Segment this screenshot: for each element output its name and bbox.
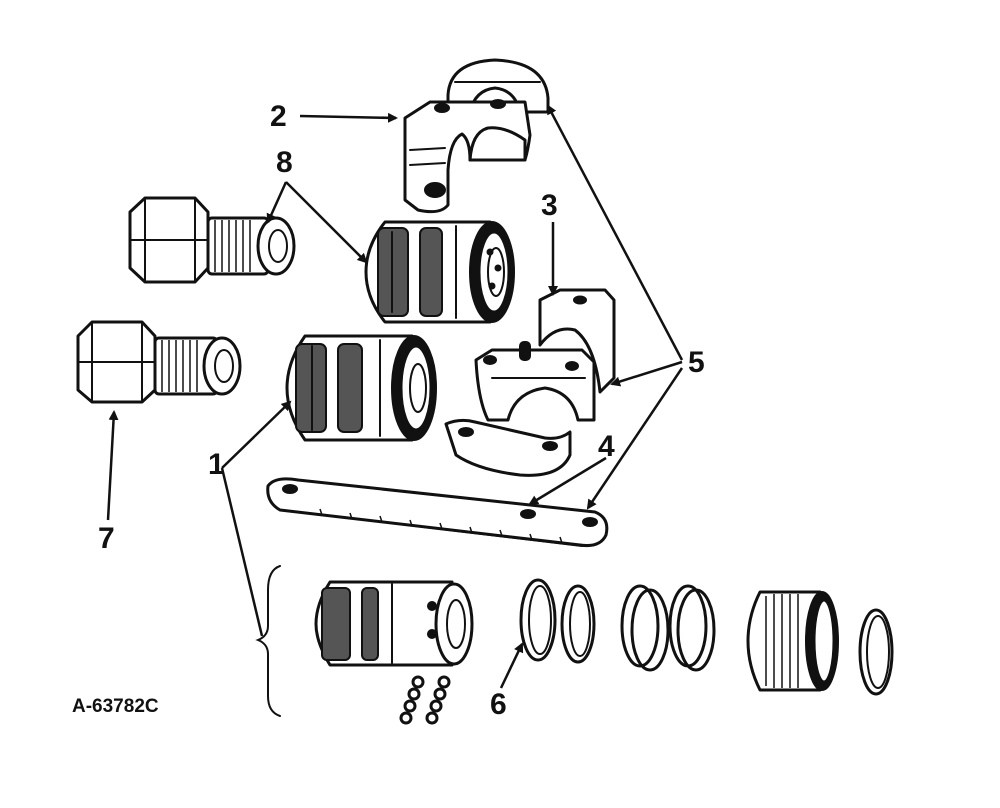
callout-1: 1 <box>208 448 225 481</box>
snap-rings <box>519 578 596 664</box>
group-bracket <box>255 565 281 717</box>
callout-4: 4 <box>598 430 615 463</box>
callout-5: 5 <box>688 346 705 379</box>
springs <box>620 584 716 672</box>
callout-8: 8 <box>276 146 293 179</box>
bearing-cap-lower <box>444 288 616 477</box>
callout-3: 3 <box>541 189 558 222</box>
coupler-nipple-upper <box>128 196 296 284</box>
bearing-cap-upper <box>403 58 550 214</box>
figure-id: A-63782C <box>72 696 159 717</box>
callout-7: 7 <box>98 522 115 555</box>
detent-balls <box>399 675 451 725</box>
coupler-socket-upper <box>364 220 515 324</box>
callout-2: 2 <box>270 100 287 133</box>
coupler-nipple-lower <box>76 320 242 404</box>
sleeve <box>746 590 839 692</box>
callout-6: 6 <box>490 688 507 721</box>
leader-lines <box>106 104 684 689</box>
coupler-exploded-body <box>314 580 474 667</box>
coupler-socket-lower <box>285 334 437 442</box>
retaining-ring <box>858 608 894 696</box>
clamp-bar <box>266 477 609 547</box>
